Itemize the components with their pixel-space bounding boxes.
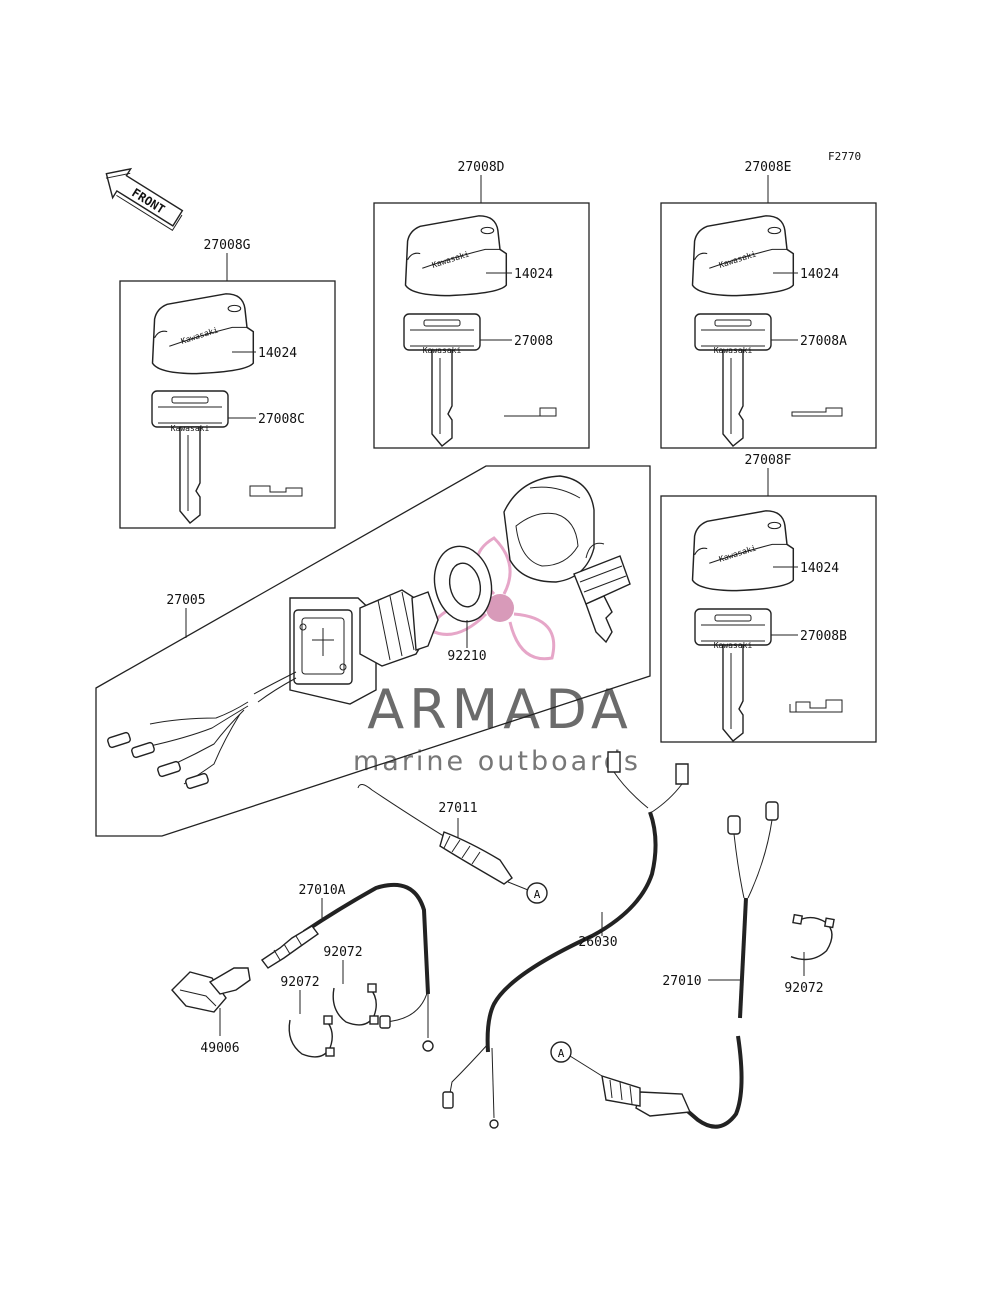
label-27008f: 27008F [745,453,792,468]
label-27008b: 27008B [800,629,847,644]
holder-49006: 49006 [171,967,251,1056]
key-cut-code-d [504,407,557,417]
label-27008: 27008 [514,334,553,349]
watermark-tagline: marine outboards [353,746,641,777]
key-g [151,390,229,524]
key-brand-f: Kawasaki [714,641,753,650]
label-14024-g: 14024 [258,346,297,361]
callout-a-1-label: A [534,888,541,901]
watermark: ARMADA marine outboards [353,536,641,777]
harness-27010a: 27010A [260,882,434,1052]
label-27008e: 27008E [745,160,792,175]
ignition-switch-assembly: 27005 92210 [95,465,651,837]
label-92072-b: 92072 [323,945,362,960]
clamp-92072-c: 92072 [784,911,836,996]
label-92210: 92210 [447,649,486,664]
key-kit-27008d: 27008D Kawasaki 14024 Kawasaki 27008 [373,160,590,449]
figure-code: F2770 [828,150,861,163]
label-14024-e: 14024 [800,267,839,282]
key-brand-e: Kawasaki [714,346,753,355]
label-27008d: 27008D [458,160,505,175]
key-cut-code-g [249,485,303,497]
label-27010a: 27010A [299,883,346,898]
callout-a-2-label: A [558,1047,565,1060]
front-arrow-icon: FRONT [105,167,184,232]
key-e [694,313,772,447]
key-kit-27008e: 27008E Kawasaki 14024 Kawasaki 27008A [660,160,877,449]
harness-26030: 26030 [442,751,689,1129]
clamp-92072-b: 92072 [323,945,379,1026]
key-d [403,313,481,447]
callout-a-1 [526,882,548,904]
key-cut-code-e [791,407,843,417]
label-14024-f: 14024 [800,561,839,576]
label-27010: 27010 [662,974,701,989]
label-27008g: 27008G [204,238,251,253]
clamp-92072-a: 92072 [280,975,335,1058]
label-27005: 27005 [166,593,205,608]
label-27008a: 27008A [800,334,847,349]
watermark-brand: ARMADA [367,678,633,741]
label-49006: 49006 [200,1041,239,1056]
label-27011: 27011 [438,801,477,816]
callout-a-2 [550,1041,572,1063]
key-cut-code-f [789,699,843,713]
label-27008c: 27008C [258,412,305,427]
key-kit-27008f: 27008F Kawasaki 14024 Kawasaki 27008B [660,453,877,743]
label-92072-c: 92072 [784,981,823,996]
key-kit-27008g: 27008G Kawasaki 14024 Kawasaki 27008C [119,238,336,529]
label-92072-a: 92072 [280,975,319,990]
label-14024-d: 14024 [514,267,553,282]
key-brand-d: Kawasaki [423,346,462,355]
key-brand-g: Kawasaki [171,424,210,433]
key-f [694,608,772,742]
label-26030: 26030 [578,935,617,950]
harness-27010: 27010 A [550,801,779,1129]
lanyard-27011: 27011 A [357,784,548,904]
